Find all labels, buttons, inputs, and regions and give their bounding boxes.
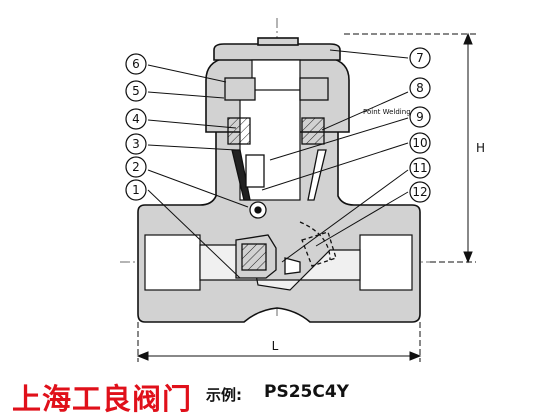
length-dimension	[136, 322, 422, 362]
callout-9: 9	[416, 110, 424, 124]
callout-2: 2	[132, 160, 140, 174]
callout-4: 4	[132, 112, 140, 126]
model-code: PS25C4Y	[264, 382, 349, 402]
length-dimension-label: L	[272, 339, 279, 353]
footer: 上海工良阀门 示例: PS25C4Y	[0, 372, 550, 419]
callout-11: 11	[412, 161, 427, 175]
example-label: 示例:	[206, 386, 242, 404]
callout-1: 1	[132, 183, 140, 197]
callout-numbers: 1 2 3 4 5 6 7 8 9 10 11 12	[132, 51, 427, 199]
valve-cross-section-drawing: 1 2 3 4 5 6 7 8 9 10 11 12 Point Welding…	[120, 18, 485, 362]
callout-10: 10	[412, 136, 427, 150]
callout-12: 12	[412, 185, 427, 199]
height-dimension-label: H	[476, 141, 485, 155]
callout-circles	[125, 47, 431, 203]
internal-parts	[224, 77, 337, 279]
callout-5: 5	[132, 84, 140, 98]
callout-leaders	[147, 49, 409, 279]
point-welding-note: Point Welding	[363, 108, 411, 116]
brand-name: 上海工良阀门	[12, 382, 193, 416]
callout-3: 3	[132, 137, 140, 151]
callout-7: 7	[416, 51, 424, 65]
callout-8: 8	[416, 81, 424, 95]
callout-6: 6	[132, 57, 140, 71]
height-dimension	[344, 32, 476, 264]
